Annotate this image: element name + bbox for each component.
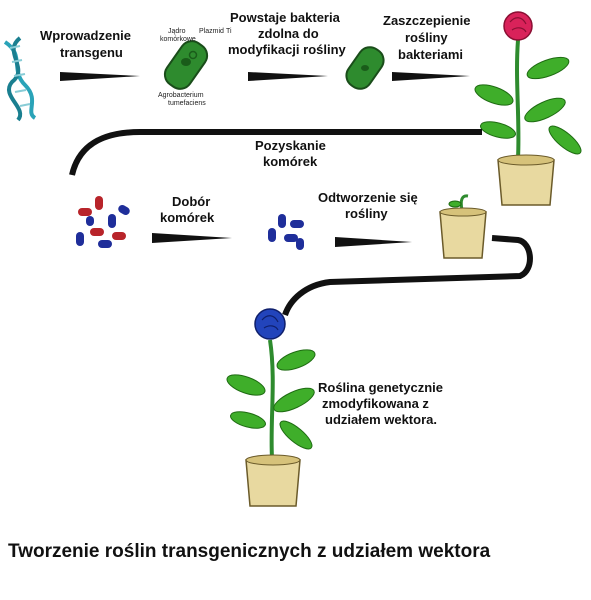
blue-cells-icon (268, 214, 304, 250)
dna-helix-icon (3, 36, 37, 122)
label-step6a: Odtworzenie się (318, 190, 418, 205)
label-agro2: tumefaciens (168, 100, 206, 107)
label-nucleus2: komórkowe (160, 36, 196, 43)
label-step4b: komórek (263, 154, 318, 169)
connector-arc-2 (282, 235, 533, 317)
arrow-5 (335, 237, 412, 247)
label-step3a: Zaszczepienie (383, 13, 470, 28)
label-step4a: Pozyskanie (255, 138, 326, 153)
mixed-cells-icon (76, 196, 130, 248)
label-ti: Ti (226, 28, 232, 35)
label-step5a: Dobór (172, 194, 210, 209)
arrow-3 (392, 72, 470, 81)
label-nucleus1: Jądro (168, 28, 186, 35)
label-step1b: transgenu (60, 45, 123, 60)
arrow-2 (248, 72, 328, 81)
label-result3: udziałem wektora. (325, 412, 437, 427)
label-step2b: zdolna do (258, 26, 319, 41)
agrobacterium-icon (163, 40, 209, 90)
red-rose-plant-icon (474, 11, 582, 206)
diagram-caption: Tworzenie roślin transgenicznych z udzia… (8, 541, 491, 562)
label-result2: zmodyfikowana z (322, 396, 429, 411)
label-step2a: Powstaje bakteria (230, 10, 341, 25)
label-result1: Roślina genetycznie (318, 380, 443, 395)
modified-bacterium-icon (345, 46, 385, 90)
arrow-4 (152, 233, 232, 243)
arrow-1 (60, 72, 140, 81)
blue-rose-plant-icon (226, 308, 316, 507)
label-step1: Wprowadzenie (40, 28, 131, 43)
label-step2c: modyfikacji rośliny (228, 42, 347, 57)
label-step3c: bakteriami (398, 47, 463, 62)
connector-arc-1 (69, 129, 482, 176)
label-step3b: rośliny (405, 30, 448, 45)
seedling-pot-icon (439, 194, 487, 259)
label-step5b: komórek (160, 210, 215, 225)
label-agro1: Agrobacterium (158, 92, 204, 99)
label-step6b: rośliny (345, 206, 388, 221)
label-plasmid: Plazmid (199, 28, 224, 35)
